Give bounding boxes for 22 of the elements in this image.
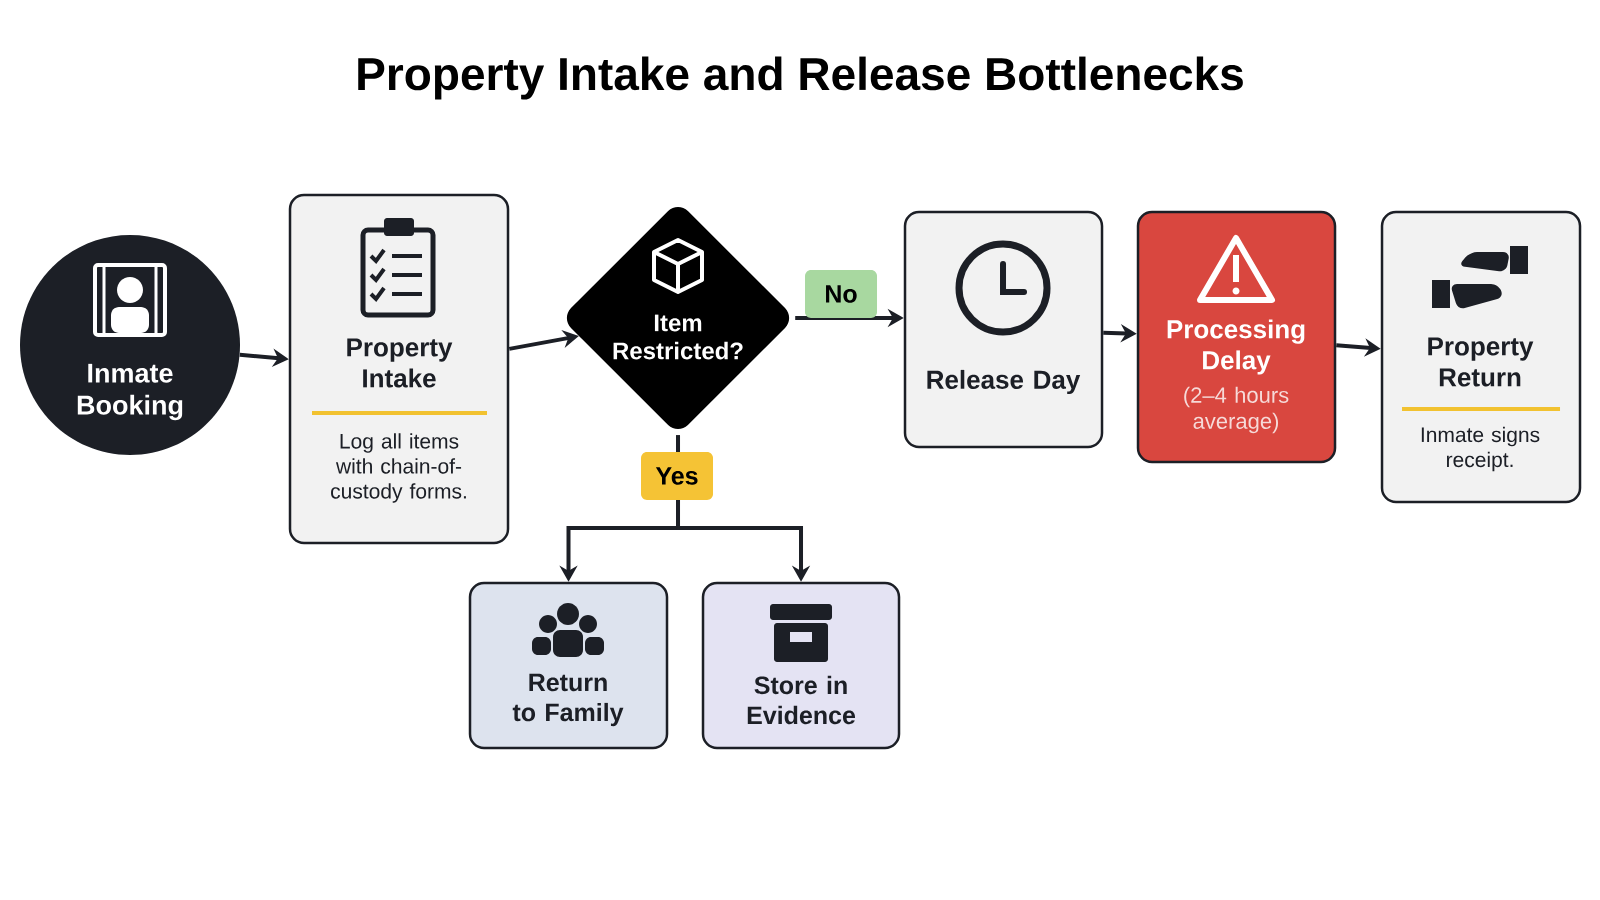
booking-circle: [20, 235, 240, 455]
node-title: Return to Family: [512, 673, 624, 727]
node-title: Store in Evidence: [747, 675, 856, 725]
outcome-box: [701, 581, 901, 750]
process-box: [1380, 210, 1582, 504]
node-title: Item Restricted?: [613, 314, 743, 360]
title: Property Intake and Release Bottlenecks: [358, 56, 1243, 100]
node-title: Inmate Booking: [77, 363, 183, 421]
node-title: Processing Delay: [1167, 319, 1305, 375]
node-title: Property Intake: [347, 338, 453, 388]
edge-label: Yes: [641, 452, 713, 500]
node-title: Release Day: [927, 369, 1081, 395]
decision-diamond: [566, 206, 790, 430]
node-note: Log all items with chain-of-custody forms.: [331, 433, 466, 503]
process-box: [903, 210, 1104, 449]
delay-box: [1136, 210, 1337, 464]
outcome-box: [468, 581, 669, 750]
edge-label: No: [805, 270, 877, 318]
process-box: [288, 193, 510, 545]
node-note: Inmate signs receipt.: [1421, 426, 1540, 472]
node-title: Property Return: [1428, 337, 1534, 387]
node-note: (2–4 hours average): [1184, 386, 1289, 434]
